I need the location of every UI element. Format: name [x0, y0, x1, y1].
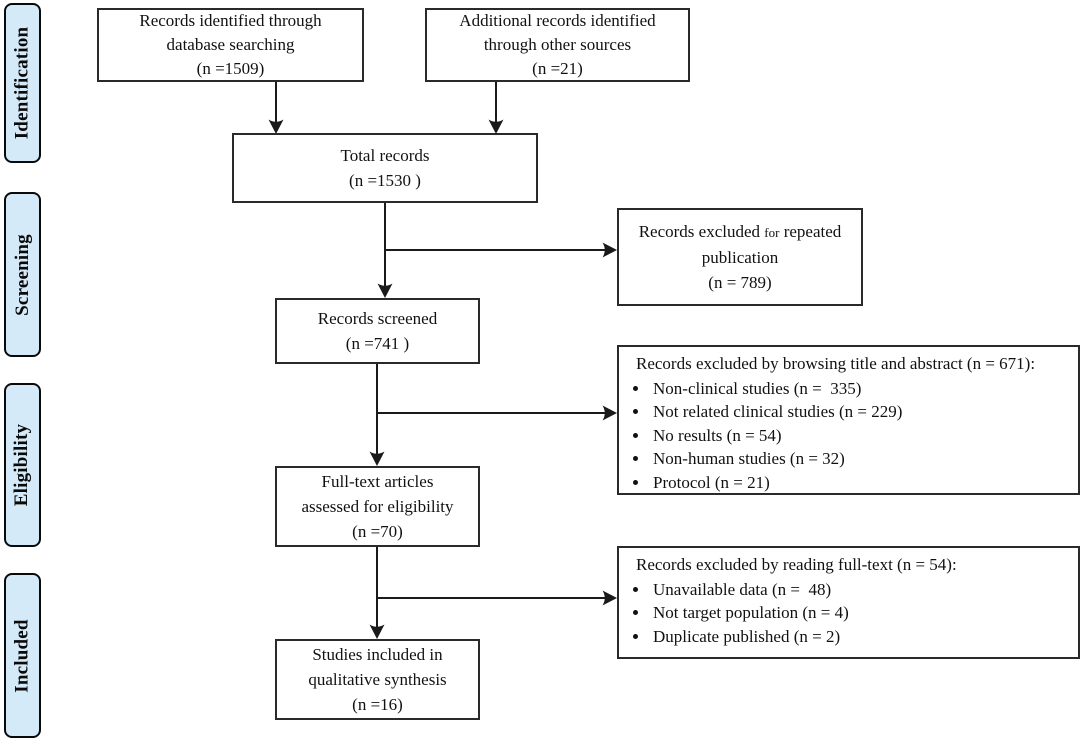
- excluded-fulltext-title: Records excluded by reading full-text (n…: [636, 555, 957, 574]
- excluded-title-abstract-item: Protocol (n = 21): [650, 471, 1072, 495]
- excluded-title-abstract-title: Records excluded by browsing title and a…: [636, 354, 1036, 373]
- excluded-title-abstract-item: No results (n = 54): [650, 424, 1072, 448]
- arrow-total-to-screened-head: [377, 283, 393, 298]
- box-records-identified-database-text: Records identified through database sear…: [139, 11, 322, 78]
- excluded-fulltext-list: Unavailable data (n = 48) Not target pop…: [619, 578, 1072, 649]
- box-studies-included-text: Studies included in qualitative synthesi…: [308, 645, 447, 714]
- arrow-fulltext-to-included-head: [369, 624, 385, 639]
- stage-label-included-text: Included: [11, 618, 33, 693]
- arrow-branch-excluded-repeated-head: [602, 242, 617, 258]
- box-total-records-text: Total records (n =1530 ): [340, 146, 430, 190]
- stage-label-screening: Screening: [4, 192, 41, 357]
- stage-label-eligibility: Eligibility: [4, 383, 41, 547]
- box-records-identified-other-sources-text: Additional records identified through ot…: [459, 11, 656, 78]
- arrow-branch-excluded-title-abstract-head: [602, 405, 617, 421]
- box-records-screened-text: Records screened (n =741 ): [317, 309, 438, 353]
- excluded-repeated-line1-small: for: [764, 225, 780, 240]
- excluded-fulltext-item: Unavailable data (n = 48): [650, 578, 1072, 602]
- excluded-title-abstract-item: Not related clinical studies (n = 229): [650, 400, 1072, 424]
- box-excluded-repeated-publication: Records excluded for repeated publicatio…: [617, 208, 863, 306]
- box-records-identified-database: Records identified through database sear…: [97, 8, 364, 82]
- stage-label-screening-text: Screening: [11, 233, 33, 316]
- box-fulltext-assessed: Full-text articles assessed for eligibil…: [275, 466, 480, 547]
- excluded-repeated-line1-pre: Records excluded: [638, 222, 765, 241]
- excluded-fulltext-item: Duplicate published (n = 2): [650, 625, 1072, 649]
- arrow-other-to-total-head: [488, 119, 504, 134]
- box-studies-included: Studies included in qualitative synthesi…: [275, 639, 480, 720]
- stage-label-identification-text: Identification: [11, 26, 33, 140]
- stage-label-included: Included: [4, 573, 41, 738]
- box-records-identified-other-sources: Additional records identified through ot…: [425, 8, 690, 82]
- box-excluded-repeated-publication-text: Records excluded for repeated publicatio…: [639, 219, 842, 295]
- box-records-screened: Records screened (n =741 ): [275, 298, 480, 364]
- excluded-repeated-line2: publication: [701, 248, 779, 267]
- arrow-branch-excluded-fulltext-head: [602, 590, 617, 606]
- arrow-screened-to-fulltext-head: [369, 451, 385, 466]
- excluded-title-abstract-item: Non-clinical studies (n = 335): [650, 377, 1072, 401]
- arrow-db-to-total-head: [268, 119, 284, 134]
- excluded-repeated-line1-post: repeated: [779, 222, 842, 241]
- stage-label-identification: Identification: [4, 3, 41, 163]
- stage-label-eligibility-text: Eligibility: [11, 423, 33, 507]
- box-excluded-fulltext: Records excluded by reading full-text (n…: [617, 546, 1080, 659]
- box-total-records: Total records (n =1530 ): [232, 133, 538, 203]
- excluded-repeated-line3: (n = 789): [708, 273, 772, 292]
- excluded-title-abstract-item: Non-human studies (n = 32): [650, 447, 1072, 471]
- excluded-title-abstract-list: Non-clinical studies (n = 335) Not relat…: [619, 377, 1072, 495]
- excluded-fulltext-item: Not target population (n = 4): [650, 601, 1072, 625]
- box-fulltext-assessed-text: Full-text articles assessed for eligibil…: [301, 472, 454, 541]
- box-excluded-title-abstract: Records excluded by browsing title and a…: [617, 345, 1080, 495]
